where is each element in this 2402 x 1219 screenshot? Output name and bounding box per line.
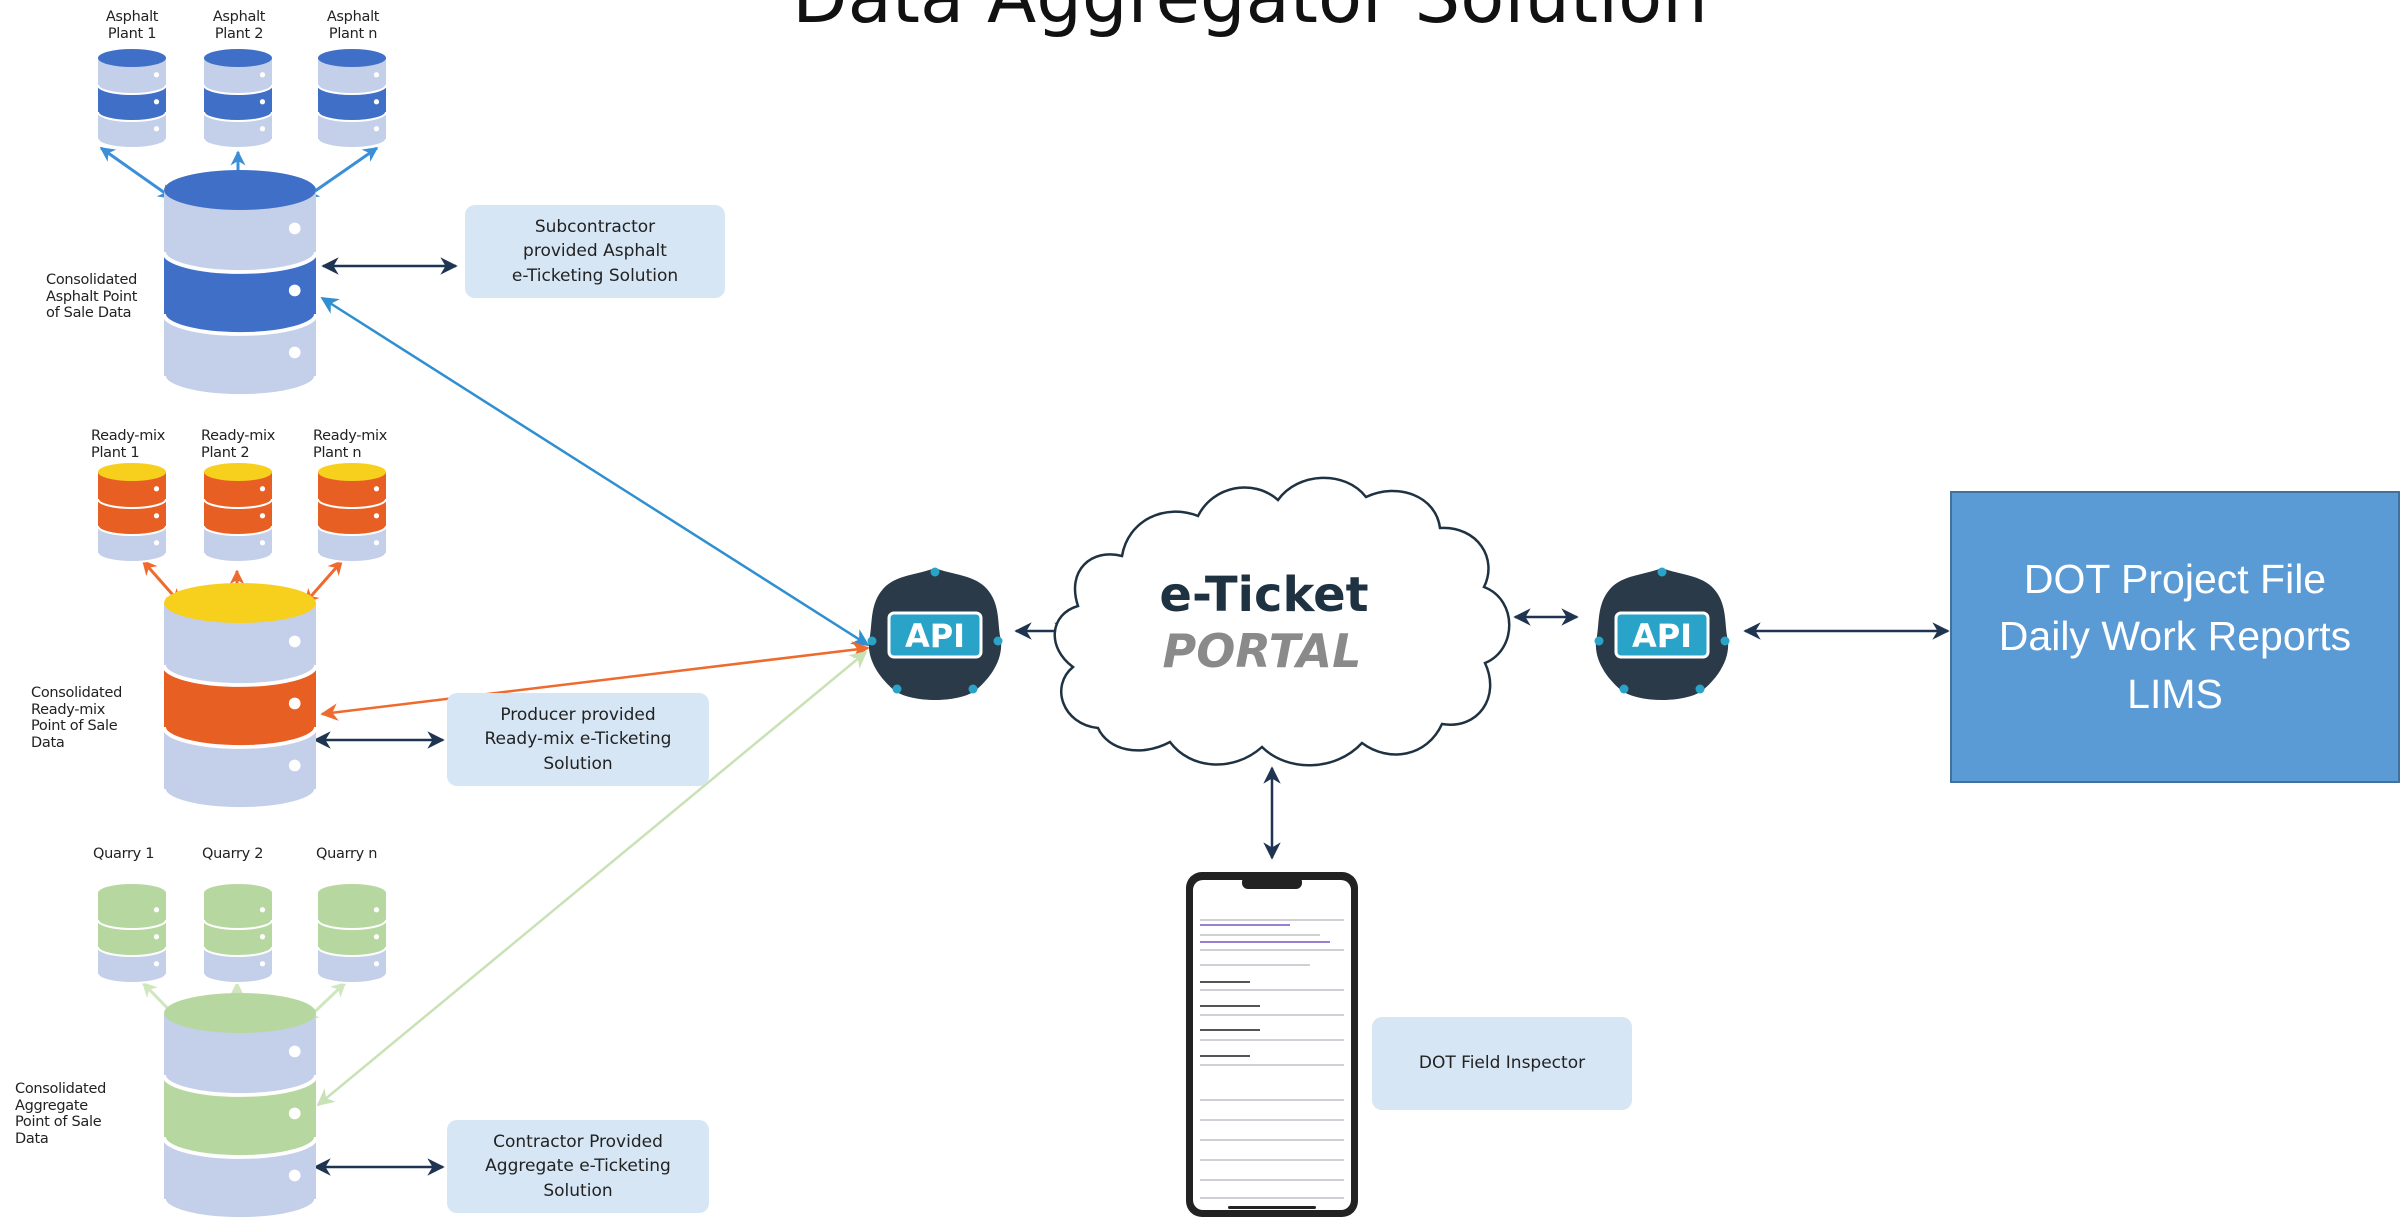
cloud-icon <box>1053 476 1511 767</box>
diagram-title: Data Aggregator Solution <box>700 0 1800 40</box>
quarry-consolidated-database-icon <box>162 993 318 1219</box>
quarry-3-database-icon <box>317 884 387 984</box>
quarry-1-database-icon <box>97 884 167 984</box>
quarry-n-label: Quarry n <box>316 846 378 862</box>
api-right-label: API <box>1632 617 1692 655</box>
readymix-plant-1-database-icon <box>97 463 167 563</box>
asphalt-to-api-link <box>320 296 870 647</box>
portal-line1-text: e-Ticket <box>1159 567 1368 623</box>
quarry-2-label: Quarry 2 <box>202 846 264 862</box>
quarry-to-api-link <box>316 650 868 1107</box>
asphalt-plant-3-database-icon <box>317 49 387 149</box>
asphalt-plant-1-database-icon <box>97 49 167 149</box>
asphalt-plant-2-database-icon <box>203 49 273 149</box>
readymix-plant-2-database-icon <box>203 463 273 563</box>
api-badge-left: API <box>867 567 1003 700</box>
readymix-plant-3-database-icon <box>317 463 387 563</box>
asphalt-consolidated-database-icon <box>162 170 318 398</box>
quarry-2-database-icon <box>203 884 273 984</box>
api-left-label: API <box>905 617 965 655</box>
smartphone-icon <box>1186 872 1358 1217</box>
api-badge-right: API <box>1594 567 1730 700</box>
readymix-consolidated-database-icon <box>162 583 318 811</box>
quarry-1-label: Quarry 1 <box>93 846 155 862</box>
portal-line2-text: PORTAL <box>1163 624 1362 678</box>
dot-field-inspector-box: DOT Field Inspector <box>1372 1017 1632 1110</box>
